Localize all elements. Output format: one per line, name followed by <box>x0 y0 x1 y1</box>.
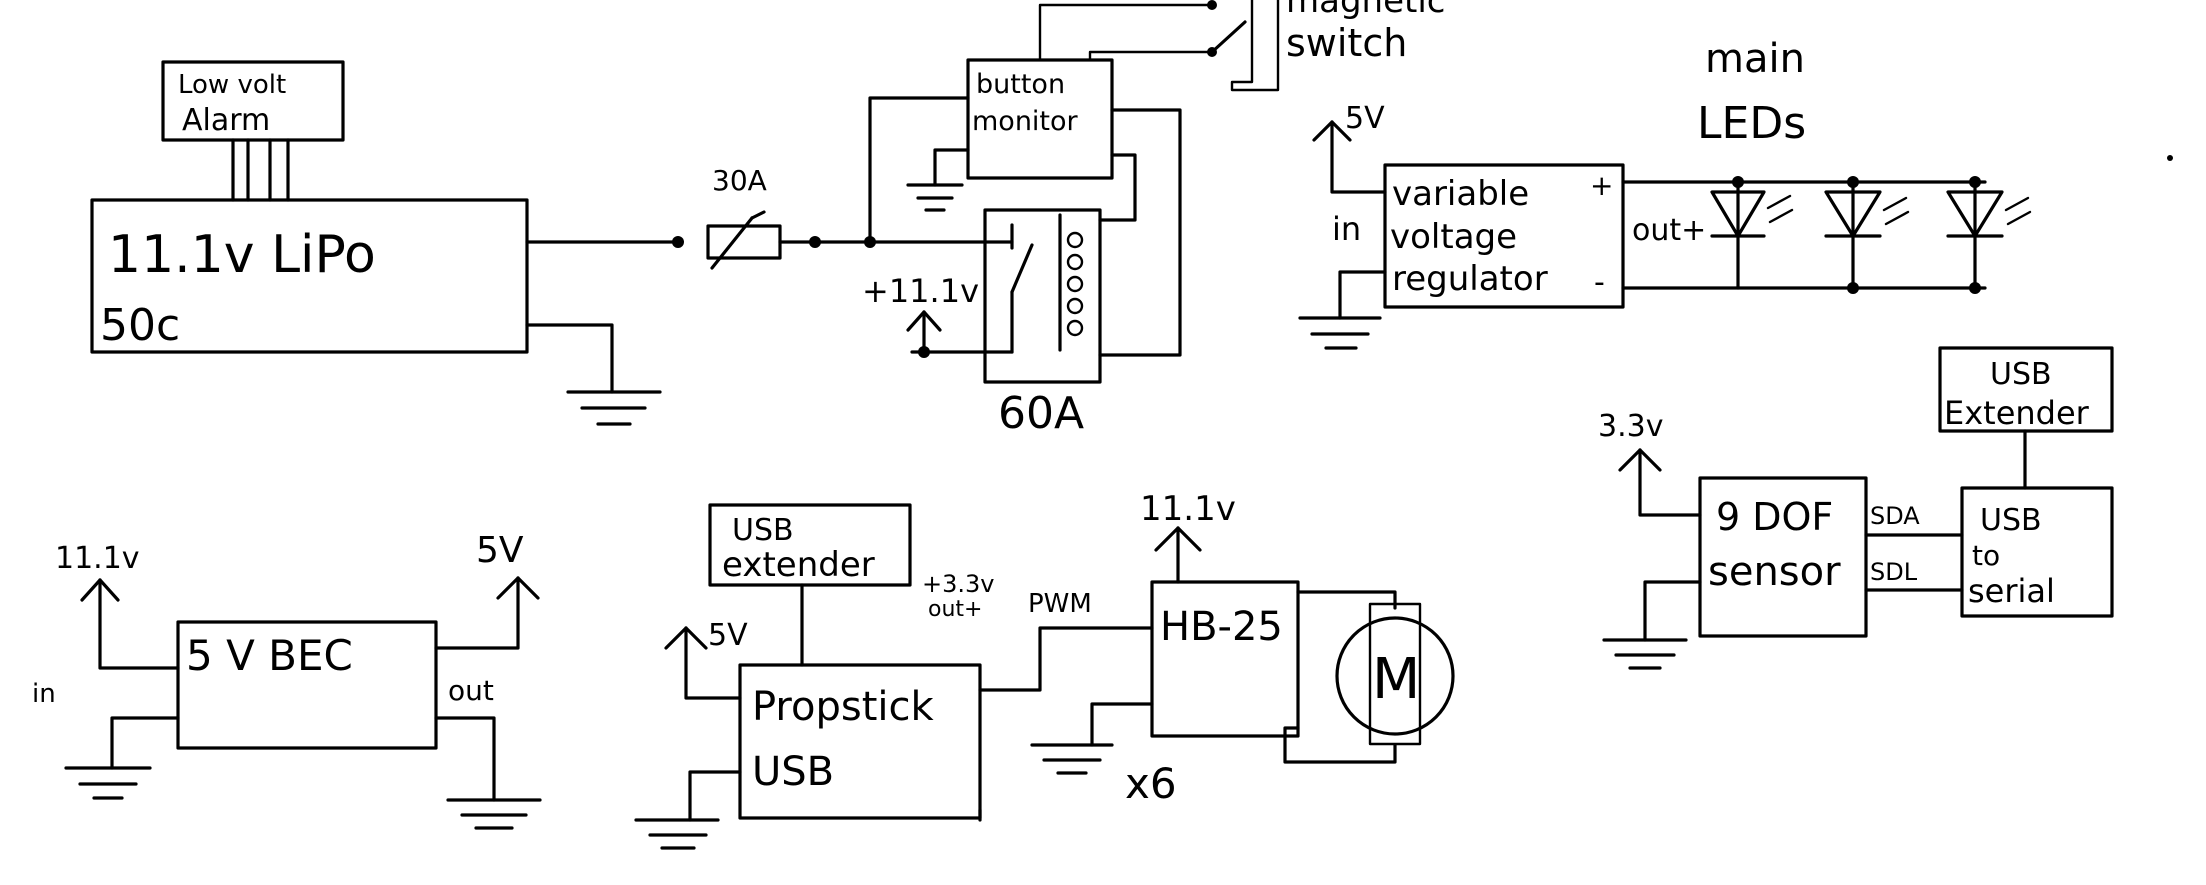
main-leds-label-2: LEDs <box>1697 98 1806 149</box>
button-monitor: button monitor <box>966 58 1114 180</box>
sda-label: SDA <box>1870 502 1920 530</box>
regulator-out-label: out+ <box>1632 213 1706 248</box>
propstick-supply-label: 5V <box>708 618 748 653</box>
propstick-supply: 5V <box>664 618 748 700</box>
hb25-supply-label: 11.1v <box>1140 489 1236 529</box>
regulator-label-2: voltage <box>1390 217 1517 257</box>
usb-extender-right-label-1: USB <box>1990 357 2052 392</box>
sensor-label-1: 9 DOF <box>1716 495 1833 539</box>
propstick-usb: Propstick USB <box>738 663 982 820</box>
button-monitor-label-1: button <box>976 69 1065 100</box>
usb-to-serial: USB to serial <box>1960 486 2114 618</box>
regulator-ground-symbol <box>1298 270 1387 350</box>
bec-label: 5 V BEC <box>186 631 353 680</box>
relay-supply: +11.1v <box>862 272 1014 358</box>
bec-output: out 5V <box>434 530 540 707</box>
sensor-label-2: sensor <box>1708 549 1841 595</box>
relay: 60A <box>983 208 1102 439</box>
propstick-label-2: USB <box>752 749 834 795</box>
alarm-leads <box>231 138 290 202</box>
propstick-out-label: out+ <box>928 597 982 622</box>
fuse: 30A <box>706 164 872 270</box>
usb-extender-left-label-2: extender <box>722 545 875 585</box>
main-leds-label: main LEDs <box>1697 36 1806 149</box>
bec-module: 5 V BEC <box>176 620 438 750</box>
switch-housing <box>1230 0 1280 92</box>
led-3 <box>1946 180 2032 290</box>
relay-supply-label: +11.1v <box>862 272 979 310</box>
voltage-regulator: variable voltage regulator + - out+ <box>1383 163 1706 309</box>
stray-mark <box>2167 155 2173 161</box>
regulator-label-1: variable <box>1392 174 1529 214</box>
propstick-label-1: Propstick <box>752 684 934 730</box>
bec-out-supply-label: 5V <box>476 530 524 571</box>
propstick-output: +3.3v out+ PWM <box>922 570 1154 822</box>
led-2 <box>1824 180 1910 290</box>
switch-wire-top <box>1038 3 1214 62</box>
bec-in-supply-label: 11.1v <box>55 541 140 576</box>
usb-extender-left: USB extender <box>708 503 912 587</box>
bec-out-label: out <box>448 674 494 707</box>
coil-wire-2 <box>1098 108 1182 357</box>
main-leds-label-1: main <box>1705 36 1805 82</box>
propstick-ground-symbol <box>634 770 742 850</box>
motor: M <box>1283 590 1455 764</box>
propstick-out-supply-label: +3.3v <box>922 570 994 598</box>
sensor-supply-label: 3.3v <box>1598 409 1663 444</box>
coil-wire-1 <box>1098 153 1137 222</box>
regulator-plus: + <box>1590 169 1613 202</box>
usb-extender-right: USB Extender <box>1938 346 2114 433</box>
magnetic-switch-lever <box>1210 20 1247 54</box>
hb25-label: HB-25 <box>1160 604 1283 650</box>
relay-label: 60A <box>998 388 1084 439</box>
usb-serial-label-3: serial <box>1968 572 2055 610</box>
i2c-wires: SDA SDL <box>1864 502 1964 592</box>
regulator-in-label: in <box>1332 210 1361 248</box>
regulator-label-3: regulator <box>1392 259 1548 299</box>
bec-input: 11.1v in <box>32 541 180 709</box>
alarm-label-2: Alarm <box>182 103 270 138</box>
regulator-supply-label: 5V <box>1345 101 1385 136</box>
battery-rating: 50c <box>100 300 180 351</box>
motor-label: M <box>1372 647 1420 712</box>
monitor-sense-wire <box>868 96 970 244</box>
switch-contact <box>1207 0 1217 10</box>
sensor-supply: 3.3v <box>1598 409 1702 517</box>
hb25-supply: 11.1v <box>1140 489 1236 584</box>
junction-dot <box>672 236 684 248</box>
alarm-label-1: Low volt <box>178 70 286 100</box>
pwm-label: PWM <box>1028 589 1092 619</box>
magnetic-switch-label-1: magnetic <box>1286 0 1445 21</box>
battery-label: 11.1v LiPo <box>108 225 376 285</box>
fuse-label: 30A <box>712 164 767 197</box>
usb-serial-label-2: to <box>1972 539 2000 572</box>
usb-extender-right-label-2: Extender <box>1944 394 2090 432</box>
usb-serial-label-1: USB <box>1980 503 2042 538</box>
hb25-ground-symbol <box>1030 702 1154 775</box>
hb25-module: HB-25 x6 <box>1125 580 1300 808</box>
switch-wire-mid <box>1088 50 1214 62</box>
bec-in-ground-symbol <box>64 716 180 800</box>
led-1 <box>1710 180 1794 290</box>
magnetic-switch-label-2: switch <box>1286 21 1407 65</box>
button-monitor-label-2: monitor <box>972 106 1079 137</box>
bec-in-label: in <box>32 679 56 709</box>
junction-dot <box>809 236 821 248</box>
low-volt-alarm: Low volt Alarm <box>161 60 345 142</box>
battery-ground-symbol <box>525 323 662 426</box>
nine-dof-sensor: 9 DOF sensor <box>1698 476 1868 638</box>
regulator-minus: - <box>1594 265 1605 300</box>
scl-label: SDL <box>1870 558 1918 586</box>
magnetic-switch-label: magnetic switch <box>1286 0 1445 65</box>
monitor-ground-symbol <box>906 148 970 212</box>
hb25-count: x6 <box>1125 759 1177 808</box>
sensor-ground-symbol <box>1602 580 1702 670</box>
lipo-battery: 11.1v LiPo 50c <box>90 198 529 354</box>
bec-out-ground-symbol <box>434 716 542 830</box>
usb-extender-left-label-1: USB <box>732 513 794 548</box>
regulator-supply: 5V in <box>1312 101 1387 248</box>
